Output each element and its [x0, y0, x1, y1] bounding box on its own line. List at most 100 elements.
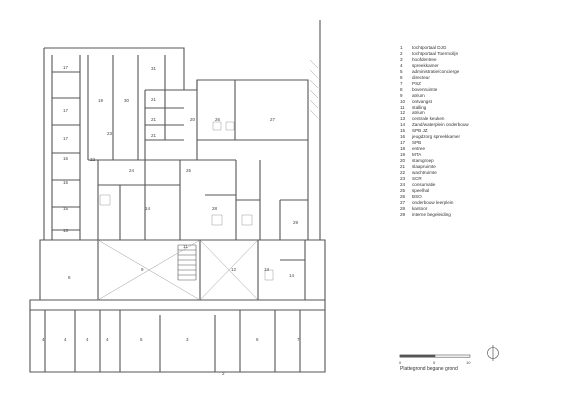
left-rooms-walls — [51, 55, 81, 240]
legend-label: PSZ — [412, 80, 421, 86]
room-label: 3 — [186, 337, 189, 342]
room-label: 4 — [42, 337, 45, 342]
room-labels: 17 17 17 16 15 15 13 19 30 31 21 21 21 2… — [42, 65, 300, 376]
block-24-14 — [97, 159, 181, 241]
legend-number: 1 — [400, 45, 403, 50]
north-arrow-icon — [487, 345, 499, 361]
legend-number: 28 — [400, 205, 406, 211]
room-label: 22 — [90, 157, 96, 162]
room-label: 4 — [86, 337, 89, 342]
room-label: 7 — [297, 337, 300, 342]
legend-label: slaapruimte — [412, 164, 436, 170]
room-label: 4 — [64, 337, 67, 342]
legend-item: 3 hoofdentree — [400, 57, 565, 63]
legend-number: 19 — [400, 152, 406, 158]
scale-mark: 0 — [399, 360, 402, 365]
room-label: 21 — [151, 133, 157, 138]
legend-label: speelhal — [412, 187, 430, 193]
legend-number: 4 — [400, 62, 403, 68]
legend-item: 4 spreekkamer — [400, 63, 565, 69]
room-label: 19 — [98, 98, 104, 103]
legend-label: hoofdentree — [412, 56, 437, 62]
room-label: 20 — [190, 117, 196, 122]
legend-label: entree — [412, 146, 426, 152]
legend-item: 12 atrium — [400, 110, 565, 116]
legend-number: 10 — [400, 98, 406, 104]
legend-label: centrale keuken — [412, 116, 445, 122]
legend-label: SCR — [412, 175, 422, 181]
legend-label: atrium — [412, 92, 425, 98]
legend-label: wachtruimte — [412, 170, 437, 176]
hatching — [309, 59, 319, 119]
legend-label: consumatie — [412, 181, 436, 187]
legend-number: 29 — [400, 211, 406, 217]
legend-label: ontvangst — [412, 98, 432, 104]
room-label: 11 — [183, 244, 188, 249]
scale-bar: 0 5 10 — [399, 354, 471, 365]
front-rows — [29, 299, 326, 373]
legend-number: 23 — [400, 175, 406, 181]
room-label: 2 — [222, 371, 225, 376]
legend-number: 26 — [400, 193, 406, 199]
legend-label: SPB JZ — [412, 128, 428, 134]
atrium-diagonals — [97, 239, 259, 301]
legend-label: administratie/concierge — [412, 68, 460, 74]
legend-label: jeugdzorg spreekkamer — [412, 134, 461, 140]
legend-item: 28 kantoor — [400, 206, 565, 212]
legend-item: 16 jeugdzorg spreekkamer — [400, 134, 565, 140]
legend-label: MTA — [412, 152, 422, 158]
legend-label: onderbouw leerplein — [412, 199, 454, 205]
scale-mark: 10 — [466, 360, 471, 365]
legend-item: 19 MTA — [400, 152, 565, 158]
legend-number: 3 — [400, 56, 403, 62]
room-label: 13 — [264, 267, 270, 272]
room-label: 27 — [270, 117, 276, 122]
legend-number: 14 — [400, 122, 406, 128]
furniture — [99, 121, 274, 281]
legend-number: 22 — [400, 170, 406, 176]
legend-item: 26 BSO — [400, 194, 565, 200]
legend-label: kantoor — [412, 205, 428, 211]
room-label: 28 — [212, 206, 218, 211]
legend-label: directeur — [412, 74, 430, 80]
legend-number: 27 — [400, 199, 406, 205]
legend-number: 16 — [400, 134, 406, 140]
legend-item: 7 PSZ — [400, 81, 565, 87]
legend-label: spreekkamer — [412, 62, 439, 68]
room-label: 12 — [231, 267, 237, 272]
legend-number: 18 — [400, 146, 406, 152]
legend-label: interne begeleiding — [412, 211, 451, 217]
room-label: 26 — [215, 117, 221, 122]
room-label: 21 — [151, 117, 157, 122]
room-label: 14 — [145, 206, 151, 211]
legend-label: BSO — [412, 193, 422, 199]
plan-caption: Plattegrond begane grond — [400, 366, 458, 372]
left-wing-outline — [43, 47, 309, 241]
legend-number: 7 — [400, 80, 403, 86]
legend-label: tochtportaal Toermolijn — [412, 50, 459, 56]
legend-item: 29 interne begeleiding — [400, 212, 565, 218]
legend-label: atrium — [412, 110, 425, 116]
legend-label: SPB — [412, 140, 422, 146]
legend-label: bovenruimte — [412, 86, 438, 92]
legend-number: 6 — [400, 74, 403, 80]
room-label: 15 — [63, 180, 69, 185]
room-label: 15 — [63, 206, 69, 211]
legend-number: 12 — [400, 110, 406, 116]
legend-number: 11 — [400, 104, 405, 110]
legend-number: 2 — [400, 50, 403, 56]
